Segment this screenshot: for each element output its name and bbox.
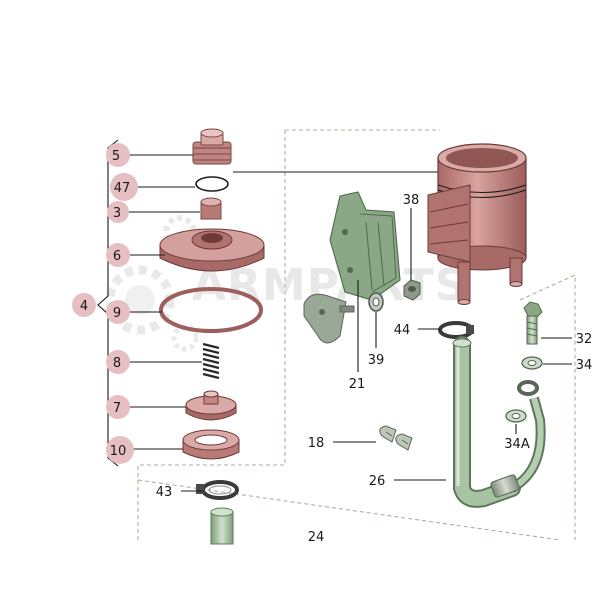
part-hose-assembly [452,336,546,508]
callout-3[interactable]: 3 [113,206,121,221]
callout-39[interactable]: 39 [368,353,385,368]
callout-10[interactable]: 10 [110,444,127,459]
callout-26[interactable]: 26 [369,474,386,489]
callout-highlights [72,143,138,464]
part-flange [159,228,265,272]
part-seal-ring [182,429,240,460]
part-spring [202,342,220,380]
part-mounting-bracket [329,191,401,301]
callout-bubble [107,201,129,223]
callout-34[interactable]: 34 [576,358,593,373]
part-small-o-ring [195,176,229,192]
callout-bubble [106,143,130,167]
callout-21[interactable]: 21 [349,377,366,392]
callout-bubble [106,436,134,464]
group-bracket [97,139,119,467]
part-bolt [523,301,543,345]
callout-bubble [106,243,130,267]
callout-5[interactable]: 5 [112,149,120,164]
part-washer-large [521,356,543,370]
callout-6[interactable]: 6 [113,249,121,264]
callout-18[interactable]: 18 [308,436,325,451]
callout-24[interactable]: 24 [308,530,325,545]
callout-47[interactable]: 47 [114,181,131,196]
callout-34a[interactable]: 34A [504,437,530,452]
part-hose-clamp [438,321,474,339]
callout-32[interactable]: 32 [576,332,593,347]
part-pump-cylinder [427,143,527,305]
callout-7[interactable]: 7 [113,401,121,416]
callout-43[interactable]: 43 [156,485,173,500]
part-hose-stub [210,507,234,545]
part-valve-seat [185,390,237,421]
callout-38[interactable]: 38 [403,193,420,208]
leader-lines [128,154,572,492]
part-bracket-plate [303,293,355,344]
part-large-o-ring [159,287,263,333]
part-washer [368,292,384,312]
part-hose-clamp-small [196,480,239,500]
callout-8[interactable]: 8 [113,356,121,371]
callout-bubble [72,293,96,317]
callout-9[interactable]: 9 [113,306,121,321]
part-bushing [200,197,222,220]
callout-bubble [106,300,130,324]
part-threaded-cap [192,128,232,165]
part-washer-small [505,409,527,423]
callout-44[interactable]: 44 [394,323,411,338]
callout-bubble [106,350,130,374]
part-clips [379,425,413,451]
callout-4[interactable]: 4 [80,299,88,314]
callout-bubble [110,173,138,201]
assembly-frame [137,129,576,541]
callout-labels: 4 5 47 3 6 9 8 7 10 43 24 38 44 39 21 18… [80,149,592,545]
callout-bubble [106,395,130,419]
